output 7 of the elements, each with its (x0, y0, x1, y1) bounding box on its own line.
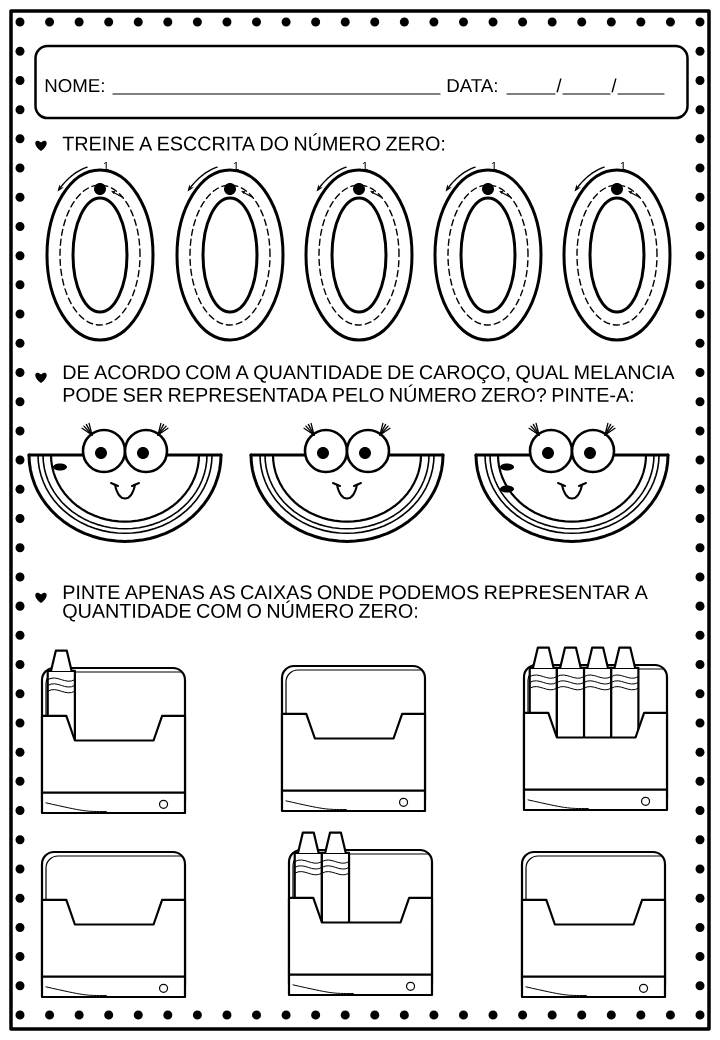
instruction-text: PINTE APENAS AS CAIXAS ONDE PODEMOS REPRESENTAR A QUANTIDADE COM O NÚMERO ZERO: (63, 585, 648, 622)
field-label: NOME: (45, 78, 104, 93)
field-label: DATA: (447, 79, 497, 92)
header-box (34, 44, 689, 120)
instruction-text: DE ACORDO COM A QUANTIDADE DE CAROÇO, QUAL MELANCIA PODE SER REPRESENTADA PELO NÚMERO ZERO? PINTE-A: (63, 365, 675, 402)
date-separator: / (611, 78, 617, 93)
date-separator: / (556, 78, 562, 93)
